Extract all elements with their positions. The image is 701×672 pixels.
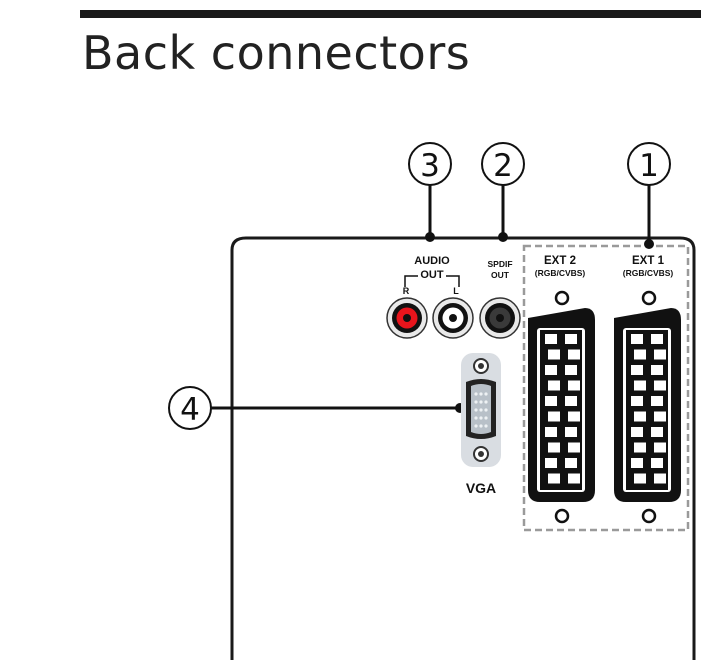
callout-1: 1 — [627, 142, 671, 249]
scart-pin — [548, 380, 560, 391]
scart-pin — [634, 349, 646, 360]
vga-pin — [474, 400, 478, 404]
audio-out-left-jack — [432, 297, 474, 339]
spdif-out-label-line2: OUT — [491, 270, 510, 280]
scart-pin — [548, 442, 560, 453]
scart-pin — [654, 349, 666, 360]
vga-pin — [479, 416, 483, 420]
scart-pin — [565, 458, 577, 468]
page-title: Back connectors — [82, 26, 471, 80]
callout-1-number: 1 — [639, 148, 659, 184]
scart-pin — [548, 349, 560, 360]
scart-pin — [651, 458, 663, 468]
spdif-out-label: SPDIF — [487, 259, 512, 269]
scart-pin — [545, 458, 557, 468]
scart-pin — [651, 334, 663, 344]
ext1-pins — [631, 334, 666, 484]
callout-3: 3 — [408, 142, 452, 242]
vga-pin — [474, 416, 478, 420]
vga-label: VGA — [466, 480, 496, 496]
scart-pin — [548, 411, 560, 422]
ext2-sub-label: (RGB/CVBS) — [535, 268, 586, 278]
scart-pin — [568, 473, 580, 484]
vga-pins — [474, 392, 488, 428]
ext1-scart-connector — [614, 290, 681, 524]
vga-pin — [484, 408, 488, 412]
scart-pin — [631, 334, 643, 344]
scart-pin — [634, 380, 646, 391]
ext1-label: EXT 1 — [632, 255, 665, 267]
scart-pin — [568, 442, 580, 453]
scart-pin — [568, 411, 580, 422]
callout-2: 2 — [481, 142, 525, 242]
audio-out-bracket — [404, 275, 460, 287]
scart-pin — [545, 334, 557, 344]
vga-pin — [474, 392, 478, 396]
scart-pin — [545, 427, 557, 437]
vga-pin — [479, 392, 483, 396]
scart-pin — [654, 411, 666, 422]
scart-pin — [565, 365, 577, 375]
scart-group-outline — [522, 244, 690, 532]
spdif-out-jack — [479, 297, 521, 339]
callout-4: 4 — [168, 386, 465, 430]
top-rule — [80, 10, 701, 18]
scart-pin — [651, 365, 663, 375]
vga-pin — [484, 424, 488, 428]
audio-right-label: R — [403, 286, 410, 296]
callout-3-number: 3 — [420, 148, 440, 184]
scart-pin — [631, 365, 643, 375]
scart-pin — [651, 427, 663, 437]
ext1-sub-label: (RGB/CVBS) — [623, 268, 674, 278]
vga-connector — [461, 353, 501, 467]
scart-pin — [651, 396, 663, 406]
scart-pin — [545, 365, 557, 375]
callout-2-number: 2 — [493, 148, 513, 184]
vga-pin — [479, 400, 483, 404]
callout-4-number: 4 — [180, 392, 200, 428]
tv-back-panel — [230, 236, 696, 660]
scart-pin — [634, 411, 646, 422]
vga-pin — [484, 392, 488, 396]
vga-pin — [479, 408, 483, 412]
scart-pin — [565, 396, 577, 406]
ext2-scart-connector — [528, 290, 595, 524]
scart-pin — [631, 458, 643, 468]
audio-out-label-line2: OUT — [420, 269, 444, 281]
scart-pin — [631, 396, 643, 406]
audio-left-label: L — [453, 286, 459, 296]
scart-pin — [654, 442, 666, 453]
scart-pin — [548, 473, 560, 484]
vga-pin — [474, 408, 478, 412]
scart-pin — [634, 473, 646, 484]
scart-pin — [545, 396, 557, 406]
scart-pin — [631, 427, 643, 437]
ext2-pins — [545, 334, 580, 484]
scart-pin — [634, 442, 646, 453]
ext2-label: EXT 2 — [544, 255, 576, 267]
vga-pin — [484, 416, 488, 420]
vga-pin — [479, 424, 483, 428]
scart-pin — [565, 334, 577, 344]
audio-out-label: AUDIO — [414, 255, 450, 267]
vga-pin — [484, 400, 488, 404]
scart-pin — [565, 427, 577, 437]
scart-pin — [654, 473, 666, 484]
scart-pin — [654, 380, 666, 391]
scart-pin — [568, 380, 580, 391]
audio-out-right-jack — [386, 297, 428, 339]
vga-pin — [474, 424, 478, 428]
scart-pin — [568, 349, 580, 360]
